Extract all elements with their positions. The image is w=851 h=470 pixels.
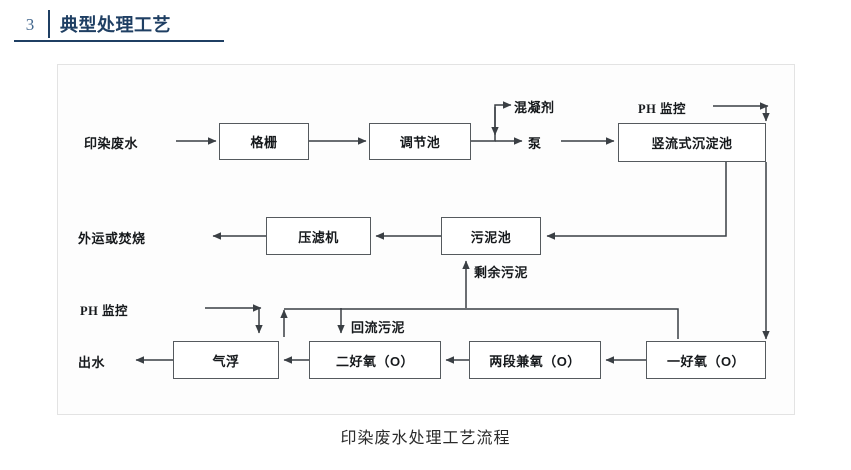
section-header: 3 典型处理工艺 (14, 8, 224, 42)
label-pump: 泵 (528, 136, 542, 151)
header-divider (48, 10, 50, 38)
node-grille[interactable]: 格栅 (219, 123, 309, 160)
process-flow-diagram: 印染废水 混凝剂 泵 PH 监控 PH 监控 外运或焚烧 剩余污泥 回流污泥 出… (57, 64, 795, 415)
node-first-aerobic[interactable]: 一好氧（O） (646, 341, 766, 379)
node-regulating-tank[interactable]: 调节池 (369, 123, 471, 160)
figure-caption: 印染废水处理工艺流程 (340, 430, 511, 447)
label-effluent: 出水 (78, 355, 106, 370)
node-second-aerobic[interactable]: 二好氧（O） (309, 341, 441, 379)
node-filter-press[interactable]: 压滤机 (266, 217, 371, 255)
node-sludge-pool[interactable]: 污泥池 (441, 217, 541, 255)
section-number: 3 (25, 14, 35, 34)
label-haul-or-burn: 外运或焚烧 (78, 231, 146, 246)
label-excess-sludge: 剩余污泥 (474, 265, 529, 280)
label-influent: 印染废水 (84, 136, 139, 151)
diagram-connectors (135, 101, 770, 364)
node-air-flotation[interactable]: 气浮 (173, 341, 279, 379)
label-return-sludge: 回流污泥 (351, 320, 406, 335)
node-two-stage-anoxic[interactable]: 两段兼氧（O） (469, 341, 601, 379)
label-ph-monitor-bottom: PH 监控 (80, 304, 128, 318)
node-vertical-settling-tank[interactable]: 竖流式沉淀池 (618, 123, 766, 162)
label-ph-monitor-top: PH 监控 (638, 102, 686, 116)
page-title: 典型处理工艺 (60, 15, 171, 35)
label-coagulant: 混凝剂 (514, 100, 555, 115)
